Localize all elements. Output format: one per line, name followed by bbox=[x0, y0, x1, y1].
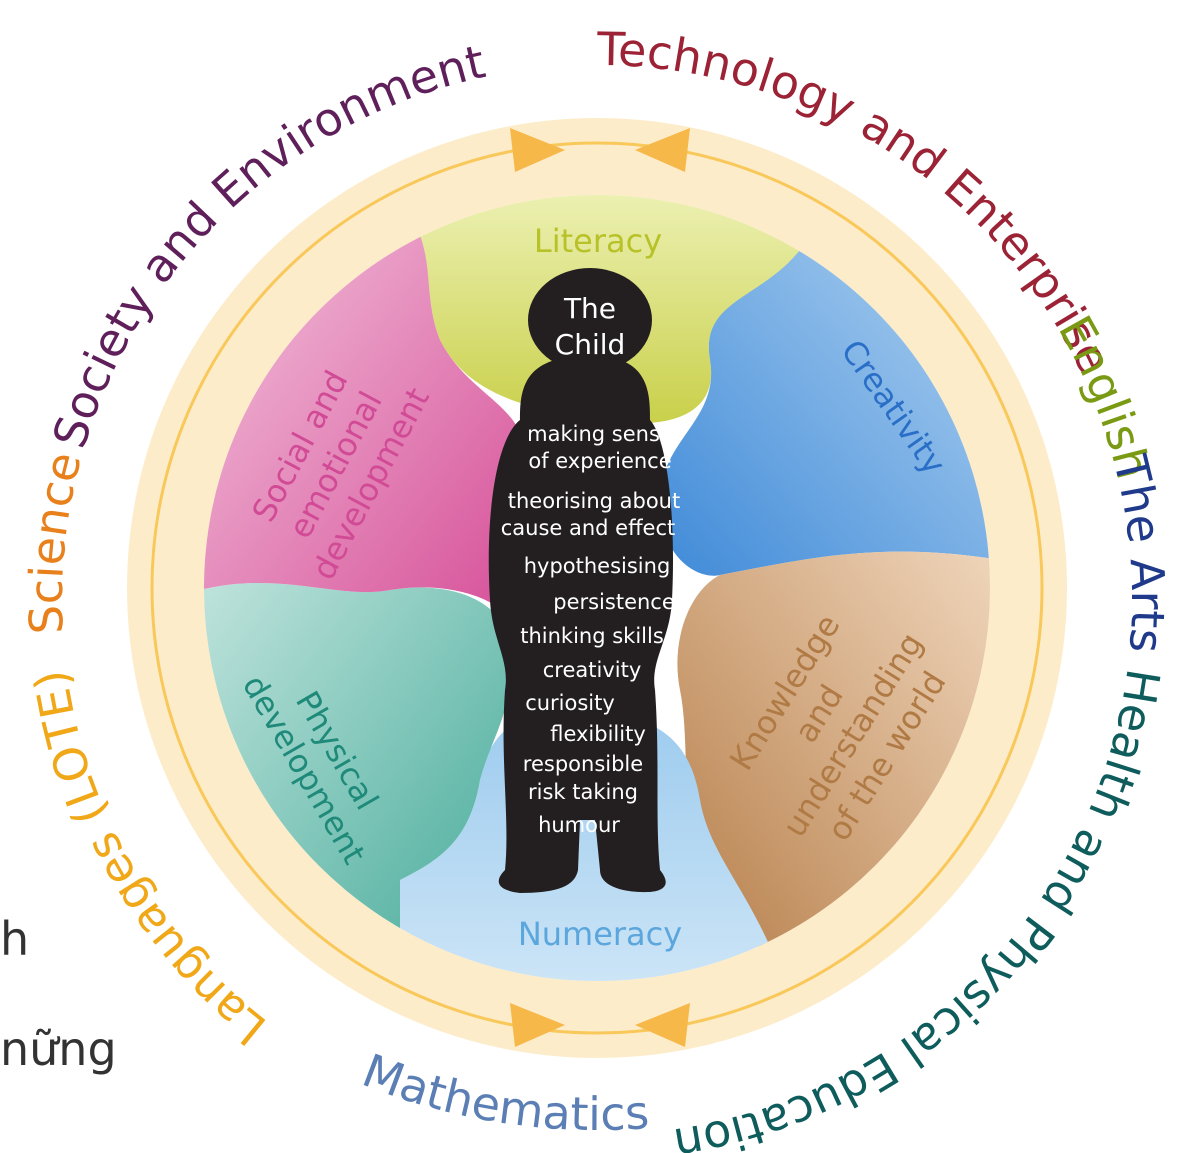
child-trait: curiosity bbox=[525, 691, 615, 715]
background-text-2: nững bbox=[0, 1022, 117, 1076]
numeracy-label: Numeracy bbox=[518, 915, 682, 953]
child-trait: humour bbox=[538, 813, 620, 837]
ring-label-the-arts: The Arts bbox=[1103, 449, 1175, 654]
child-trait: responsible bbox=[523, 752, 643, 776]
child-trait: persistence bbox=[553, 590, 675, 614]
child-trait: flexibility bbox=[550, 722, 646, 746]
arrow-top-right-icon bbox=[510, 128, 565, 172]
arrow-top-left-icon bbox=[635, 128, 690, 172]
child-title-line-1: The bbox=[563, 292, 616, 325]
numeracy-region bbox=[400, 707, 790, 981]
background-text-1: h bbox=[0, 912, 29, 966]
child-trait: thinking skills bbox=[520, 624, 664, 648]
child-trait: risk taking bbox=[528, 780, 638, 804]
child-trait: theorising about bbox=[508, 489, 680, 513]
arrow-bottom-right-icon bbox=[510, 1003, 565, 1047]
child-silhouette bbox=[488, 268, 674, 893]
child-traits: making sense of experience theorising ab… bbox=[501, 422, 681, 837]
arrow-bottom-left-icon bbox=[635, 1003, 690, 1047]
ring-label-science: Science bbox=[19, 447, 92, 636]
cycle-ring bbox=[150, 141, 1044, 1035]
child-trait: of experience bbox=[528, 449, 671, 473]
child-trait: cause and effect bbox=[501, 516, 676, 540]
child-trait: making sense bbox=[527, 422, 673, 446]
child-trait: creativity bbox=[543, 658, 642, 682]
literacy-label: Literacy bbox=[534, 222, 662, 260]
child-trait: hypothesising bbox=[524, 554, 671, 578]
child-title-line-2: Child bbox=[555, 328, 626, 361]
